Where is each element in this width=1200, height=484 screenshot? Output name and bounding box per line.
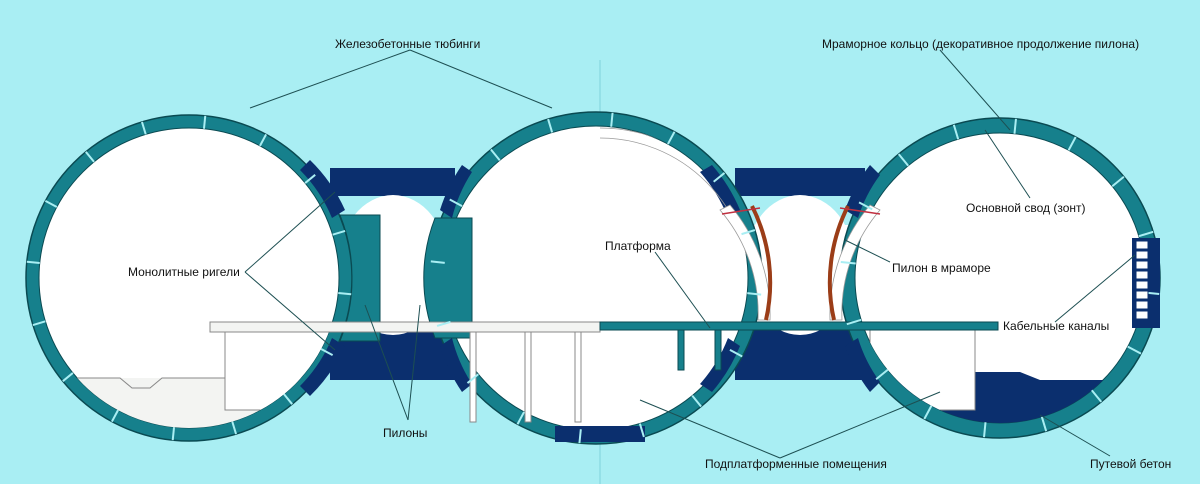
cable-channel-cell: [1135, 290, 1149, 300]
label-marble-ring: Мраморное кольцо (декоративное продолжен…: [822, 37, 1139, 51]
tubing-joint-middle: [547, 118, 554, 133]
tubing-joints: [26, 112, 1160, 444]
tubing-joint-right: [923, 405, 933, 420]
tubing-joint-right: [846, 318, 862, 326]
tubing-joint-right: [1091, 389, 1103, 403]
tunnel-left: [25, 114, 381, 442]
tubing-joint-middle: [747, 292, 762, 296]
cable-channel-cell: [1135, 270, 1149, 280]
tubing-joint-left: [171, 427, 176, 441]
tunnel-right: [839, 117, 1161, 439]
tubing-joint-middle: [436, 320, 451, 327]
tubing-joint-middle: [466, 373, 479, 384]
tubing-joint-middle: [667, 131, 676, 145]
tubing-joint-middle: [578, 429, 582, 444]
label-platform: Платформа: [605, 239, 671, 253]
cable-channel-cell: [1135, 310, 1149, 320]
label-pylon-marble: Пилон в мраморе: [892, 261, 991, 275]
tubing-joint-right: [858, 201, 873, 211]
tubing-joint-right: [875, 369, 889, 381]
cable-channel-cell: [1135, 280, 1149, 290]
tubing-joint-middle: [713, 172, 726, 183]
label-pylons: Пилоны: [383, 426, 427, 440]
tubing-joint-left: [44, 200, 58, 208]
tubing-joint-middle: [490, 148, 501, 161]
tubing-joint-middle: [691, 395, 702, 408]
label-track-concrete: Путевой бетон: [1090, 457, 1171, 471]
leader-lines: [244, 49, 1136, 459]
tubing-joint-left: [332, 230, 346, 236]
tubing-joint-left: [259, 133, 267, 147]
label-cable-channels: Кабельные каналы: [1003, 319, 1109, 333]
tubing-joint-left: [202, 115, 207, 129]
cable-channel-cell: [1135, 240, 1149, 250]
label-under-platform: Подплатформенные помещения: [705, 457, 887, 471]
tubing-joint-left: [111, 409, 119, 423]
tubing-joint-left: [32, 320, 46, 326]
tubing-joint-right: [983, 422, 987, 438]
marble-pylons: [719, 204, 881, 321]
label-tubings: Железобетонные тюбинги: [335, 37, 480, 51]
tubing-joint-right: [840, 261, 856, 265]
tubing-joint-middle: [638, 423, 645, 438]
cable-channel-cell: [1135, 300, 1149, 310]
tubing-joint-right: [1067, 136, 1077, 151]
tubing-joint-left: [283, 393, 293, 405]
tubing-joint-left: [62, 372, 74, 382]
tubing-joint-right: [1040, 416, 1048, 432]
tubing-joint-right: [1013, 118, 1017, 134]
tubing-joint-right: [952, 124, 960, 140]
tubing-joint-middle: [516, 411, 525, 425]
tubing-joint-left: [320, 348, 334, 356]
cable-channel-cells: [1135, 240, 1149, 320]
tubing-joint-middle: [610, 112, 614, 127]
tubing-joint-left: [141, 121, 147, 135]
tubing-joint-right: [897, 153, 909, 167]
cable-channel-cell: [1135, 250, 1149, 260]
tubing-joint-left: [304, 174, 316, 184]
tubing-joint-middle: [449, 198, 463, 207]
tubing-joint-left: [26, 260, 40, 265]
cable-channel-cell: [1135, 260, 1149, 270]
tubing-joint-middle: [430, 260, 445, 264]
tubing-joint-middle: [741, 229, 756, 236]
tubing-joint-middle: [729, 349, 743, 358]
tubing-joint-right: [1111, 175, 1125, 187]
tubing-joint-right: [1138, 230, 1154, 238]
tubing-joint-left: [85, 151, 95, 163]
tubing-joint-left: [338, 291, 352, 296]
tubing-joint-right: [1127, 345, 1142, 355]
label-main-vault: Основной свод (зонт): [966, 201, 1086, 215]
label-monolithic-beams: Монолитные ригели: [128, 265, 240, 279]
tubing-joint-left: [231, 421, 237, 435]
